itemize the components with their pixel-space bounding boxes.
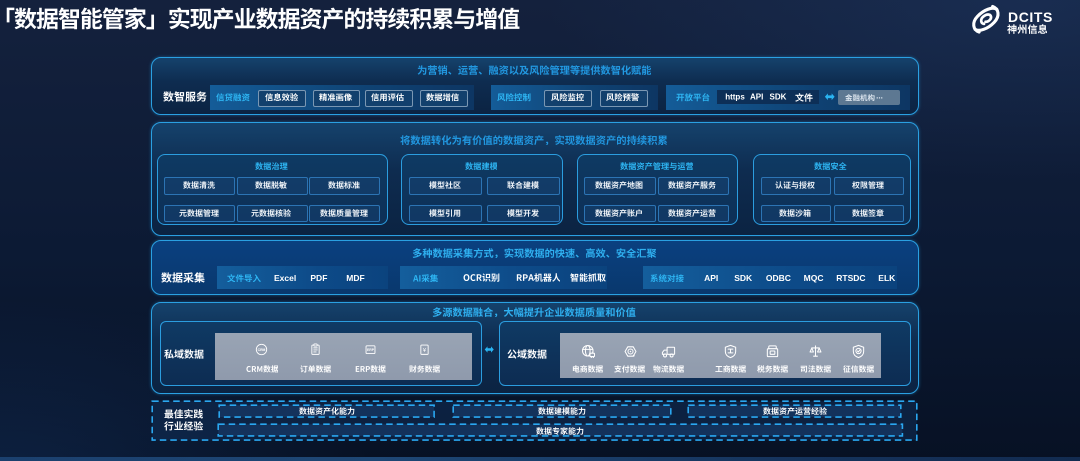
svg-text:CRM: CRM — [258, 348, 266, 352]
svg-text:ERP: ERP — [367, 348, 375, 352]
svg-text:¥: ¥ — [423, 348, 427, 354]
